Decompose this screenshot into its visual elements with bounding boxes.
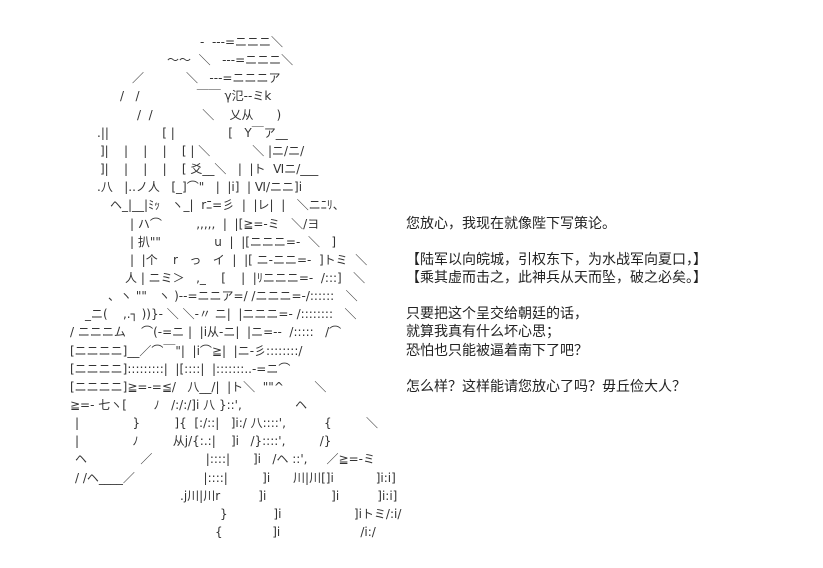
ascii-art-line: [ニニニニ]__／⌒￣"| |i⌒≧| |ニ-彡::::::::/ xyxy=(70,343,303,358)
dialogue-line: 【陆军以向皖城，引权东下，为水战军向夏口，】 xyxy=(406,251,707,268)
ascii-art-line: _ニ( ,.┐ ))}- ＼ ＼-〃 ニ| |ニニニ=- /:::::::: ＼ xyxy=(85,307,357,322)
ascii-art-line: / /ヘ____／ |::::| ]i 川|川[]i ]i:i] xyxy=(75,470,396,485)
ascii-art-line: | ﾉ 从j/{:.:| ]i /}::::', /} xyxy=(75,434,332,449)
ascii-art-line: | |个 r っ イ | |[ ニ-ニニ=- ]トミ ＼ xyxy=(130,252,368,267)
ascii-art-line: .j川|川r ]i ]i ]i:i] xyxy=(180,488,398,503)
ascii-art-line: ／ ＼ ---=ニニニア xyxy=(132,71,281,86)
ascii-art-line: .|| [ | [ Y￣ア__ xyxy=(97,125,288,140)
ascii-art-line: / / ＼ 乂从 ) xyxy=(137,107,282,122)
ascii-art-line: | ハ⌒ ,,,,, | |[≧=-ミ ＼/ヨ xyxy=(130,216,320,231)
ascii-art-line: .八 |..ノ人 [_]⌒" | |i] | Ⅵ/ニニ]i xyxy=(97,180,303,195)
ascii-art-line: ]| | | | [ | ＼ ＼ |ニ/ニ/ xyxy=(100,143,305,158)
ascii-art-line: / ニニニム ⌒(-=ニ | |i从-ニ| |ニ=-- /::::: /⌒ xyxy=(70,325,342,340)
dialogue-line: 【乘其虚而击之，此神兵从天而坠，破之必矣。】 xyxy=(406,269,707,286)
ascii-art-line: ]| | | | [ 爻__＼ | |ト Ⅵニ/___ xyxy=(100,162,319,177)
ascii-art-line: ヘ ／ |::::| ]i /ヘ ::', ／≧=-ミ xyxy=(75,452,375,467)
ascii-art-line: ≧=- 七ヽ[ ﾉ /:/:/]i 八 }::', ヘ xyxy=(70,398,308,412)
ascii-art-line: / / ￣￣ γ氾--ミk xyxy=(120,89,272,104)
dialogue-line: 就算我真有什么坏心思； xyxy=(406,324,560,341)
ascii-art-line: ヘ_|__|ﾐｯ ヽ_| rﾆ=彡 | |レ| | ＼ニﾆﾘ、 xyxy=(110,198,345,213)
ascii-art-line: [ニニニニ]≧=-=≦/ 八__/| |ト＼ ""^ ＼ xyxy=(70,379,327,394)
ascii-art-line: | } ]{ [:/::| ]i:/ 八::::', { ＼ xyxy=(75,416,379,431)
ascii-art-line: 人 | ニミ＞ ,_ [ | |ﾘニニニ=- /:::] ＼ xyxy=(125,270,366,285)
dialogue-line: 只要把这个呈交给朝廷的话， xyxy=(406,306,588,323)
ascii-art-line: - ---=ニニニ＼ xyxy=(200,35,284,49)
ascii-art-line: { ]i /i:/ xyxy=(215,525,376,540)
ascii-art-line: ～～ ＼ ---=ニニニ＼ xyxy=(167,53,294,68)
ascii-art-line: [ニニニニ]:::::::::| |[::::| |:::::::..-=ニ⌒ xyxy=(70,361,291,376)
dialogue-line: 您放心，我现在就像陛下写策论。 xyxy=(406,215,616,232)
dialogue-line: 怎么样？这样能请您放心了吗？毋丘俭大人？ xyxy=(406,378,686,395)
dialogue-line: 恐怕也只能被逼着南下了吧？ xyxy=(406,342,588,359)
ascii-art-line: } ]i ]iトミ/:i/ xyxy=(220,506,402,521)
ascii-art-line: 、ヽ "" ヽ )--=ニニア=/ /ニニニ=-/:::::: ＼ xyxy=(108,289,358,304)
ascii-art-line: | 扒"" u | |[ニニニ=- ＼ ] xyxy=(130,234,337,249)
